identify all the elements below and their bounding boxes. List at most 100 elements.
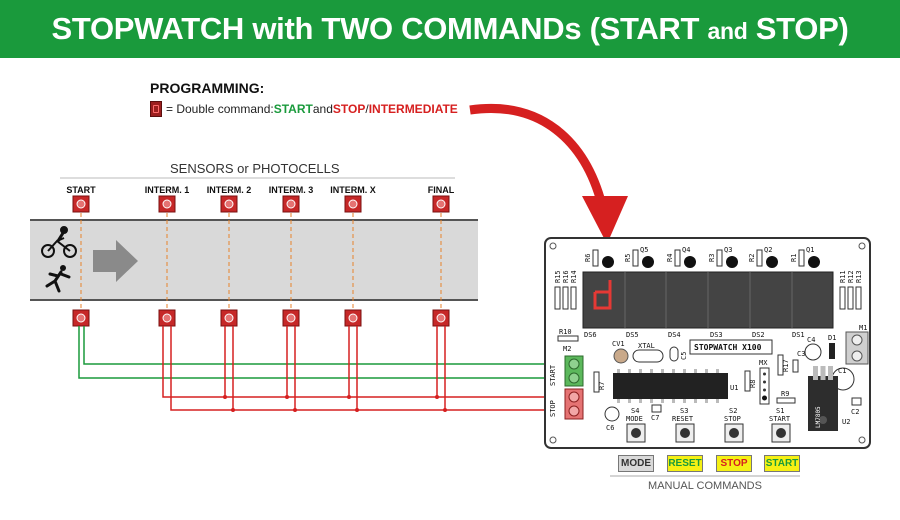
sensors-top: [72, 195, 450, 213]
curved-arrow-icon: [469, 104, 628, 244]
transistors: [602, 256, 820, 268]
button-name: START: [769, 415, 791, 423]
sensor-emitter-start: [72, 195, 90, 213]
part-ref: C1: [838, 367, 846, 375]
sensor-emitter-interm-2: [220, 195, 238, 213]
resistor-ref: R16: [562, 270, 570, 283]
part-ref: XTAL: [638, 342, 655, 350]
sensor-label-interm-1: INTERM. 1: [144, 185, 190, 195]
sensor-receiver-final: [432, 309, 450, 327]
resistor-ref: R14: [570, 270, 578, 283]
board-name-label: STOPWATCH X100: [694, 343, 762, 352]
manual-commands-label: MANUAL COMMANDS: [648, 480, 762, 492]
part-ref: MX: [759, 359, 768, 367]
part-ref: D1: [828, 334, 836, 342]
sensor-receiver-interm-2: [220, 309, 238, 327]
programming-title: PROGRAMMING:: [150, 80, 265, 96]
resistor-ref: R4: [666, 254, 674, 262]
pcb-button-mode: [626, 423, 646, 443]
part-ref: C7: [651, 414, 659, 422]
display-ref: DS4: [668, 331, 681, 339]
button-name: MODE: [626, 415, 643, 423]
resistor-ref: R2: [748, 254, 756, 262]
part-ref: R17: [782, 359, 790, 372]
part-ref: C3: [797, 350, 805, 358]
sensor-emitter-interm-1: [158, 195, 176, 213]
runner-icon: [45, 265, 71, 293]
manual-reset-button[interactable]: RESET: [667, 455, 703, 472]
programming-legend: = Double command: START and STOP/INTERME…: [150, 101, 458, 117]
direction-arrow-icon: [93, 240, 138, 282]
button-ref: S2: [729, 407, 737, 415]
resistor-ref: R12: [847, 270, 855, 283]
part-ref: C4: [807, 336, 815, 344]
title-banner: STOPWATCH with TWO COMMANDs (START and S…: [0, 0, 900, 58]
display-ref: DS2: [752, 331, 765, 339]
start-wires: [78, 326, 567, 379]
part-ref: R9: [781, 390, 789, 398]
legend-stop: STOP: [332, 102, 366, 116]
part-ref: C5: [680, 352, 688, 360]
button-name: STOP: [724, 415, 741, 423]
sensor-label-interm-2: INTERM. 2: [206, 185, 252, 195]
legend-start: START: [273, 102, 313, 116]
sensor-label-final: FINAL: [427, 185, 455, 195]
display-digit-icon: [150, 101, 162, 117]
resistor-ref: R5: [624, 254, 632, 262]
button-ref: S4: [631, 407, 639, 415]
title-end: STOP): [747, 11, 849, 46]
connector-label-start: START: [549, 364, 557, 386]
pcb-button-reset: [675, 423, 695, 443]
legend-slash: /: [365, 102, 369, 116]
sensor-receiver-interm-x: [344, 309, 362, 327]
resistor-ref: R3: [708, 254, 716, 262]
sensor-emitter-interm-x: [344, 195, 362, 213]
transistor-ref: Q2: [764, 246, 772, 254]
resistor-ref: R6: [584, 254, 592, 262]
button-name: RESET: [672, 415, 694, 423]
wire-junctions: [223, 395, 447, 412]
legend-intermediate: INTERMEDIATE: [368, 102, 458, 116]
button-ref: S3: [680, 407, 688, 415]
pcb-button-stop: [724, 423, 744, 443]
pcb-button-start: [771, 423, 791, 443]
resistor-ref: R15: [554, 270, 562, 283]
manual-start-button[interactable]: START: [764, 455, 800, 472]
sensor-label-interm-x: INTERM. X: [330, 185, 376, 195]
part-ref: R8: [749, 380, 757, 388]
input-connector: [564, 355, 584, 420]
sensors-bottom: [72, 309, 450, 327]
part-ref: U1: [730, 384, 738, 392]
connector-ref: M1: [859, 324, 867, 332]
manual-stop-button[interactable]: STOP: [716, 455, 752, 472]
legend-and: and: [312, 102, 333, 116]
connector-label-stop: STOP: [549, 400, 557, 417]
transistor-ref: Q3: [724, 246, 732, 254]
display-digit-icon: [593, 280, 612, 310]
part-ref: R10: [559, 328, 572, 336]
transistor-ref: Q4: [682, 246, 690, 254]
transistor-ref: Q5: [640, 246, 648, 254]
sensor-beams: [80, 213, 442, 310]
resistor-ref: R13: [855, 270, 863, 283]
microcontroller-chip: [613, 373, 728, 399]
part-ref: C6: [606, 424, 614, 432]
sensor-label-start: START: [66, 185, 96, 195]
part-ref: C2: [851, 408, 859, 416]
resistor-ref: R11: [839, 270, 847, 283]
part-ref: R7: [598, 382, 606, 390]
cyclist-icon: [41, 226, 77, 258]
manual-mode-button[interactable]: MODE: [618, 455, 654, 472]
legend-prefix: = Double command:: [166, 102, 274, 116]
sensor-emitter-final: [432, 195, 450, 213]
title-and: and: [707, 18, 748, 44]
display-ref: DS3: [710, 331, 723, 339]
part-ref: CV1: [612, 340, 625, 348]
pcb-buttons: [626, 423, 791, 443]
connector-ref: M2: [563, 345, 571, 353]
transistor-ref: Q1: [806, 246, 814, 254]
sensor-emitter-interm-3: [282, 195, 300, 213]
sensor-label-interm-3: INTERM. 3: [268, 185, 314, 195]
title-main: STOPWATCH with TWO COMMANDs (START: [51, 11, 708, 46]
